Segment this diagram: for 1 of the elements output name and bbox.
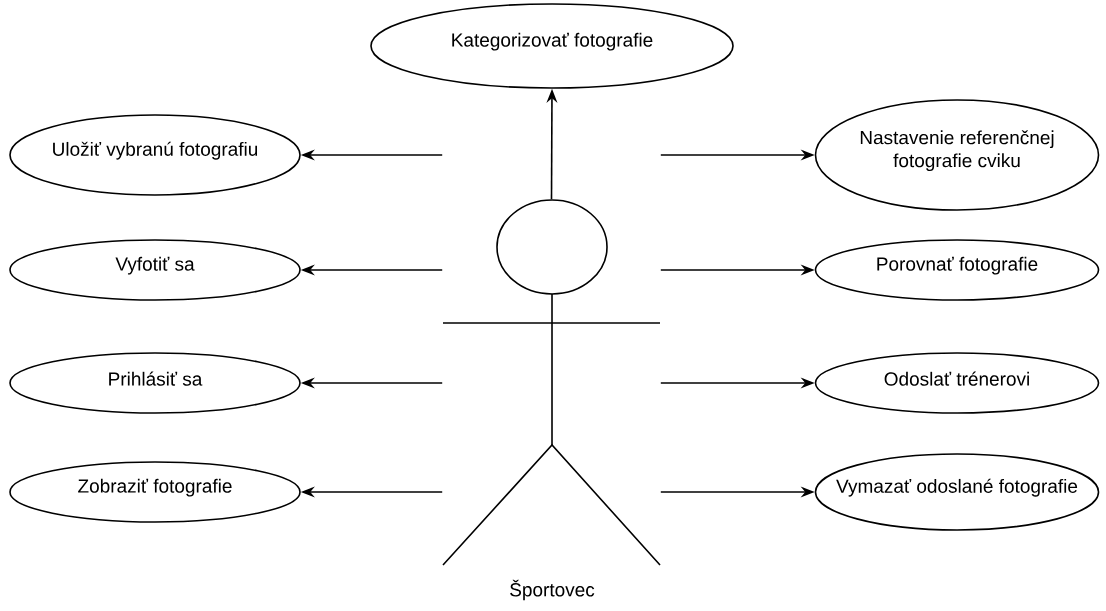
actor-label: Športovec <box>510 579 595 601</box>
